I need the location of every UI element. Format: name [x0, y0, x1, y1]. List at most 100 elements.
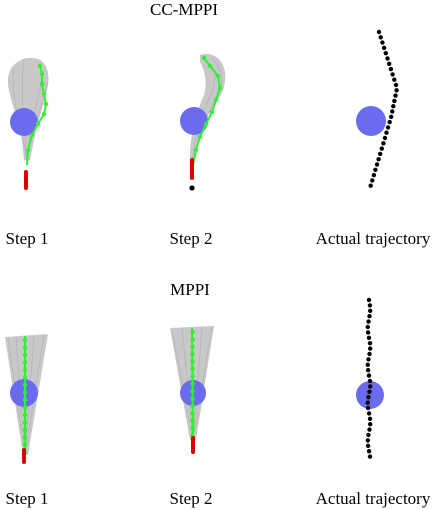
planned-path-node — [22, 420, 28, 425]
trajectory-dot — [366, 395, 371, 400]
trajectory-dot — [365, 438, 370, 443]
planned-path-node — [22, 435, 28, 440]
trajectory-dot — [374, 162, 380, 167]
trajectory-dot — [368, 384, 373, 389]
planned-path-nodes — [193, 55, 223, 153]
trajectory-dots — [365, 297, 373, 459]
planned-path-node — [22, 360, 28, 365]
trajectory-dot — [381, 141, 386, 146]
trajectory-dot — [367, 303, 373, 308]
trajectory-dot — [381, 45, 387, 51]
trajectory-dot — [378, 35, 383, 40]
planned-path-node — [190, 359, 195, 364]
planned-path-node — [22, 405, 28, 410]
planned-path-node — [190, 329, 195, 335]
trajectory-dot — [368, 183, 373, 188]
section-title-cc-mppi: CC-MPPI — [150, 0, 218, 19]
planned-path-node — [190, 396, 195, 401]
trajectory-dot — [393, 82, 399, 88]
trajectory-dot — [391, 104, 396, 109]
planned-path-node — [190, 337, 195, 342]
planned-path-nodes — [25, 63, 49, 153]
trajectory-dot — [379, 146, 384, 151]
trajectory-dot — [367, 454, 373, 459]
trajectory-dot — [367, 351, 372, 357]
trajectory-dot — [370, 178, 375, 183]
obstacle-circle — [356, 106, 386, 136]
planned-path-node — [190, 352, 195, 357]
panel-label-step1: Step 1 — [6, 229, 49, 248]
trajectory-dot — [366, 319, 371, 324]
mppi-actual-trajectory-panel — [356, 297, 384, 459]
trajectory-dot — [368, 346, 373, 351]
planned-path-node — [22, 412, 28, 418]
trajectory-dot — [393, 93, 398, 98]
planned-path-node — [22, 397, 28, 403]
trajectory-dot — [390, 109, 395, 114]
trajectory-dot — [388, 66, 394, 72]
planned-path-node — [22, 367, 28, 373]
trajectory-dot — [385, 56, 390, 61]
planned-path-node — [190, 389, 195, 394]
trajectory-dot — [367, 416, 373, 421]
trajectory-dot — [387, 119, 392, 125]
trajectory-dot — [394, 88, 399, 93]
trajectory-dot — [367, 427, 372, 432]
planned-path-node — [22, 382, 28, 388]
trajectory-dot — [382, 135, 388, 141]
trajectory-dot — [371, 172, 377, 178]
planned-path-node — [22, 442, 28, 448]
trajectory-dot — [367, 389, 372, 394]
mppi-step2-panel — [170, 326, 214, 454]
trajectory-dot — [366, 411, 372, 416]
planned-path-node — [190, 374, 195, 379]
trajectory-dot — [392, 98, 397, 104]
trajectory-dot — [366, 335, 372, 340]
planned-path — [26, 65, 48, 166]
trajectory-dot — [368, 308, 373, 313]
trajectory-dots — [368, 29, 399, 188]
trajectory-dot — [378, 151, 383, 157]
trajectory-dot — [365, 400, 370, 405]
trajectory-dot — [392, 77, 397, 82]
trajectory-dot — [365, 362, 370, 367]
trajectory-dot — [366, 449, 372, 454]
cc-mppi-step1-panel — [7, 58, 49, 190]
trajectory-dot — [385, 125, 391, 130]
planned-path-node — [190, 426, 195, 431]
cc-mppi-actual-trajectory-panel — [356, 29, 399, 188]
planned-path-node — [22, 390, 28, 395]
planned-path-node — [22, 427, 28, 433]
planned-path-node — [22, 352, 28, 358]
planned-path-node — [190, 381, 195, 386]
trajectory-dot — [390, 72, 395, 77]
trajectory-dot — [376, 29, 382, 35]
trajectory-dot — [366, 357, 371, 362]
planned-path-node — [22, 345, 28, 350]
trajectory-dot — [368, 422, 373, 427]
trajectory-dot — [383, 51, 388, 56]
trajectory-dot — [366, 297, 372, 303]
panel-label-step2: Step 2 — [170, 489, 213, 508]
trajectory-dot — [365, 443, 371, 448]
planned-path-node — [190, 418, 195, 423]
panel-label-actual-trajectory: Actual trajectory — [316, 229, 431, 248]
trajectory-dot — [373, 167, 378, 172]
trajectory-dot — [365, 324, 370, 330]
trajectory-dot — [380, 40, 385, 45]
obstacle-circle — [180, 107, 208, 135]
trajectory-dot — [389, 114, 394, 120]
trajectory-dot — [367, 378, 373, 384]
planned-path-node — [190, 403, 195, 409]
trajectory-dot — [365, 330, 371, 335]
obstacle-circle — [10, 108, 38, 136]
planned-path-nodes — [190, 329, 195, 438]
planned-path-node — [190, 366, 195, 372]
planned-path-node — [22, 337, 28, 343]
planned-path-node — [190, 344, 195, 349]
trajectory-dot — [366, 373, 372, 378]
vehicle-dot — [189, 185, 195, 191]
trajectory-dot — [387, 61, 392, 66]
obstacle-circle — [356, 381, 384, 409]
